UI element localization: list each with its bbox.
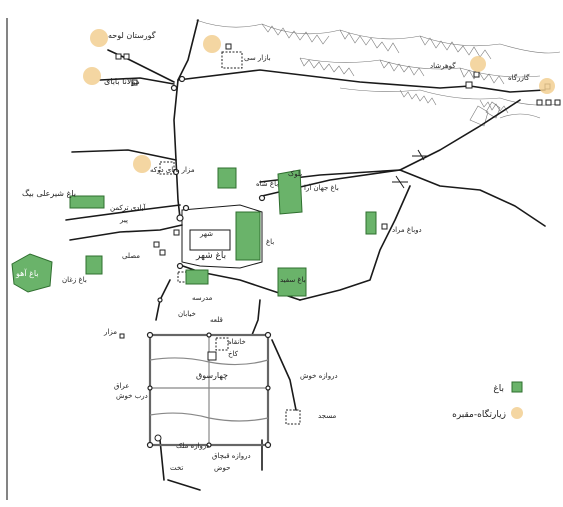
label-n27: خانقاه xyxy=(228,338,246,346)
legend-garden-label: باغ xyxy=(493,384,504,394)
garden-main xyxy=(235,211,261,261)
label-n22: مزار xyxy=(103,328,117,336)
map-labels: گورستان لوحه مولانا بابای بازار سی گازرگ… xyxy=(15,30,530,472)
shrine-2 xyxy=(83,67,101,85)
shrine-6 xyxy=(133,155,151,173)
label-n7: مزار بابای دوکه xyxy=(150,166,195,174)
mountain-terrain xyxy=(195,19,561,127)
shrine-4 xyxy=(470,56,486,72)
label-n1: گورستان لوحه xyxy=(108,30,156,40)
road-network xyxy=(65,19,546,491)
label-n28: تخت xyxy=(170,464,183,472)
label-n24: دروازه ملک xyxy=(176,442,209,450)
legend-shrine-swatch xyxy=(511,407,523,419)
label-n10: باغ آهو xyxy=(15,268,39,278)
label-n13: باغ سفید xyxy=(280,276,306,284)
label-n11: باغ xyxy=(266,238,274,246)
label-n30: شهر xyxy=(199,230,213,238)
label-n20: چهارسوق xyxy=(196,371,228,380)
label-n4: گازرگاه xyxy=(508,73,530,82)
garden-ahu xyxy=(11,253,53,293)
label-n9: باغ زغان xyxy=(62,276,87,284)
label-n32: درب خوش xyxy=(116,392,148,400)
label-n5: باغ شیرعلی بیگ xyxy=(22,188,76,198)
label-n35: گوهرشاد xyxy=(430,61,456,70)
city-wall xyxy=(146,331,272,449)
legend-shrine-label: زیارتگاه-مقبره xyxy=(452,408,506,420)
shrine-5 xyxy=(539,78,555,94)
inner-city-block xyxy=(157,75,266,303)
label-n21: قلعه xyxy=(210,316,223,324)
label-n2: مولانا بابای xyxy=(104,77,140,86)
shrine-3 xyxy=(203,35,221,53)
garden-zaghan xyxy=(85,255,103,275)
label-n12: باغ شهر xyxy=(195,251,226,261)
label-n6: آبادی ترکمن xyxy=(110,203,146,212)
label-n16: باغ جهان آرا xyxy=(304,183,339,192)
garden-jahan-ara xyxy=(277,169,303,215)
garden-city-south xyxy=(185,269,209,285)
label-n23: عراق xyxy=(114,382,129,390)
shrines xyxy=(83,29,555,173)
garden-shir-ali-beg xyxy=(69,195,105,209)
label-n8: پیر xyxy=(119,216,128,224)
label-n18: مدرسه xyxy=(192,294,213,302)
label-n15: باغ شاه xyxy=(256,180,278,188)
gardens xyxy=(11,167,377,297)
label-n31: کاخ xyxy=(228,350,239,358)
garden-shah-north xyxy=(217,167,237,189)
label-n19: مسجد xyxy=(318,412,336,420)
label-n25: دروازه قبچاق xyxy=(212,452,251,460)
label-n26: دروازه خوش xyxy=(300,372,338,380)
label-n3: بازار سی xyxy=(244,54,271,62)
buildings xyxy=(87,43,561,442)
garden-safid xyxy=(277,267,307,297)
garden-morad xyxy=(365,211,377,235)
label-n17: مصلی xyxy=(122,252,140,260)
legend-garden-swatch xyxy=(511,381,523,393)
label-n14: دوباغ مراد xyxy=(392,226,422,234)
shrine-1 xyxy=(90,29,108,47)
label-n33: خیابان xyxy=(178,310,196,318)
label-n29: حوض xyxy=(214,464,230,472)
legend: باغ زیارتگاه-مقبره xyxy=(452,381,523,420)
label-n34: بلوک xyxy=(288,170,302,178)
